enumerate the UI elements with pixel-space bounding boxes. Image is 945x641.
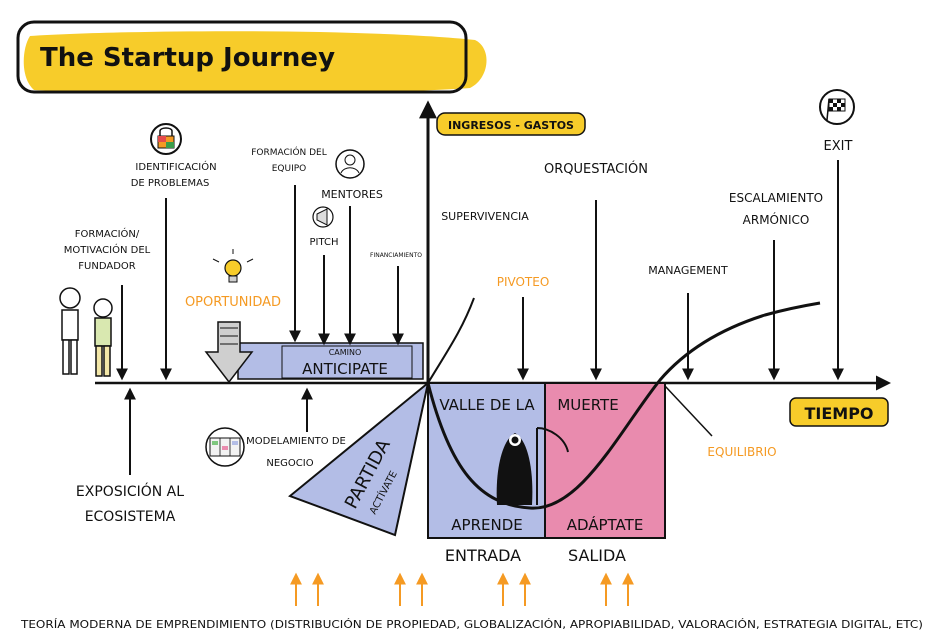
x-axis: TIEMPO [95,375,891,427]
formacion-fundador-label-2: MOTIVACIÓN DEL [64,243,151,256]
salida-label: SALIDA [568,546,626,565]
oportunidad-label: OPORTUNIDAD [185,295,281,310]
orange-arrows [290,572,634,606]
valle-label: VALLE DE LA [439,396,535,414]
identificacion-label-2: DE PROBLEMAS [131,178,210,189]
up-arrows [124,387,313,475]
supervivencia-label: SUPERVIVENCIA [441,210,529,223]
mentor-icon [335,149,365,179]
modelamiento-label-1: MODELAMIENTO DE [246,436,346,447]
formacion-fundador-label-3: FUNDADOR [78,261,135,272]
identificacion-label-1: IDENTIFICACIÓN [135,160,216,173]
y-axis-label-box [436,112,586,136]
oportunidad-arrow [204,321,254,384]
exposicion-label-2: ECOSISTEMA [85,509,176,525]
flag-icon [819,89,855,125]
formacion-equipo-label-2: EQUIPO [272,164,307,174]
y-axis: INGRESOS - GASTOS [419,100,586,386]
valle-region [427,382,666,539]
pivoteo-label: PIVOTEO [497,275,550,289]
pitch-label: PITCH [309,237,338,248]
x-axis-label-box [789,397,889,427]
title-banner: The Startup Journey [16,20,487,94]
lock-icon [150,123,182,155]
adaptate-label: ADÁPTATE [567,515,644,534]
down-arrows [116,160,844,381]
supervivencia-line [427,297,475,384]
exposicion-label-1: EXPOSICIÓN AL [76,482,184,500]
x-axis-label: TIEMPO [804,404,873,423]
orquestacion-label: ORQUESTACIÓN [544,161,648,177]
founders-illustration [59,287,113,377]
partida-triangle: PARTIDA ACTÍVATE [288,380,430,537]
muerte-label: MUERTE [557,396,618,414]
camino-label: CAMINO [329,348,362,357]
formacion-equipo-label-1: FORMACIÓN DEL [251,146,327,158]
megaphone-icon [312,206,334,228]
financiamiento-label: FINANCIAMIENTO [370,252,422,259]
footer-text: TEORÍA MODERNA DE EMPRENDIMIENTO (DISTRI… [20,618,923,631]
page-title: The Startup Journey [40,43,335,73]
mentores-label: MENTORES [321,188,383,201]
escalamiento-label-2: ARMÓNICO [743,212,810,227]
equilibrio-label: EQUILIBRIO [707,445,776,459]
anticipate-label: ANTICIPATE [302,360,388,378]
lightbulb-icon [212,249,254,283]
grim-reaper-illustration [496,427,569,505]
aprende-label: APRENDE [451,516,522,534]
business-model-icon [205,427,245,467]
escalamiento-label-1: ESCALAMIENTO [729,191,823,205]
equilibrio-pointer [664,385,713,437]
management-label: MANAGEMENT [648,264,728,277]
entrada-label: ENTRADA [445,546,521,565]
modelamiento-label-2: NEGOCIO [266,458,313,469]
exit-label: EXIT [824,139,853,154]
growth-curve [426,301,821,510]
formacion-fundador-label-1: FORMACIÓN/ [75,227,140,240]
y-axis-label: INGRESOS - GASTOS [448,119,574,132]
camino-anticipate: CAMINO ANTICIPATE [237,342,424,380]
labels: IDENTIFICACIÓN DE PROBLEMAS FORMACIÓN/ M… [20,139,923,631]
